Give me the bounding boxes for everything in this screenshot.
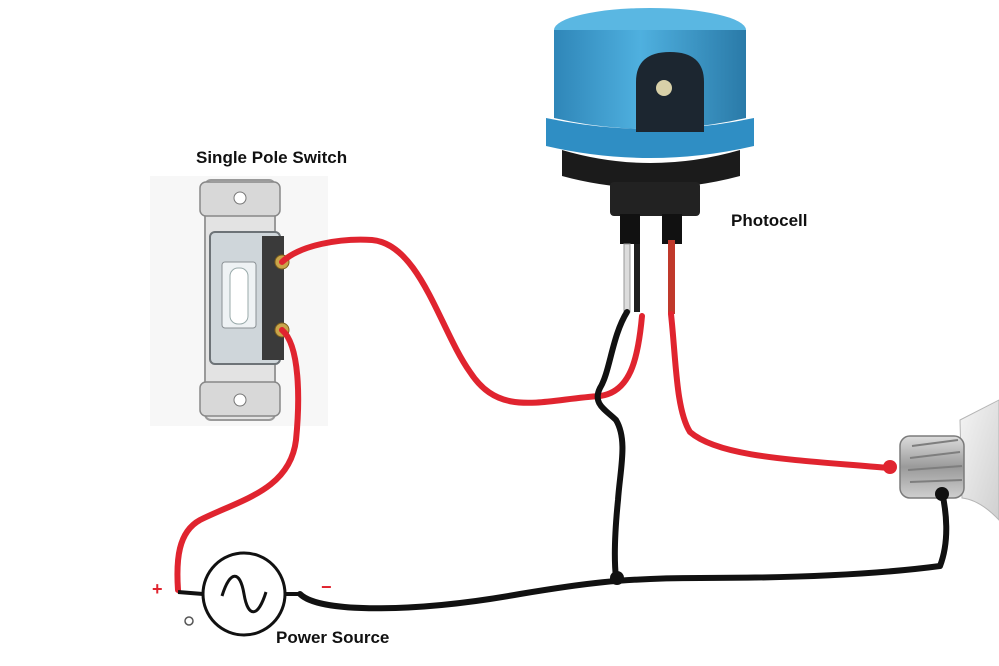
hot-wires (174, 236, 891, 593)
power-source (177, 551, 302, 637)
switch-toggle (229, 267, 249, 325)
wire-photocell-to-bulb (668, 311, 891, 471)
neutral-wires (297, 309, 950, 612)
bulb-hot-terminal (883, 460, 897, 474)
photocell-base (562, 150, 740, 188)
sine-wave-icon (220, 574, 268, 614)
photocell-white-lead (623, 243, 631, 313)
photocell-label: Photocell (731, 211, 808, 230)
bulb-glass (959, 399, 999, 521)
single-pole-switch (150, 176, 328, 426)
photocell-red-lead (668, 240, 675, 314)
photocell-black-lead (634, 244, 640, 312)
switch-side-housing (262, 236, 284, 360)
switch-screw-hole-top (233, 191, 247, 205)
wire-switch-to-photocell (279, 236, 645, 406)
photocell (546, 8, 754, 314)
bulb-neutral-terminal (935, 487, 949, 501)
photocell-boot-right (662, 214, 682, 244)
neutral-junction (610, 571, 624, 585)
bulb-thread-2 (909, 451, 961, 459)
source-marker-dot (184, 616, 194, 626)
photocell-sensor (656, 80, 672, 96)
wire-neutral-bus (297, 489, 950, 612)
plus-sign: + (152, 579, 163, 599)
source-lead-left (177, 590, 204, 596)
switch-screw-hole-bottom (233, 393, 247, 407)
wire-source-to-switch (174, 327, 302, 593)
power-source-label: Power Source (276, 628, 390, 647)
light-bulb (883, 399, 999, 521)
bulb-thread-4 (909, 479, 963, 483)
bulb-thread-1 (911, 439, 959, 447)
wire-photocell-neutral (594, 309, 630, 581)
bulb-thread-3 (907, 465, 963, 471)
minus-sign: − (321, 577, 332, 597)
switch-label: Single Pole Switch (196, 148, 348, 167)
photocell-stem (610, 182, 700, 216)
photocell-boot-left (620, 214, 640, 244)
